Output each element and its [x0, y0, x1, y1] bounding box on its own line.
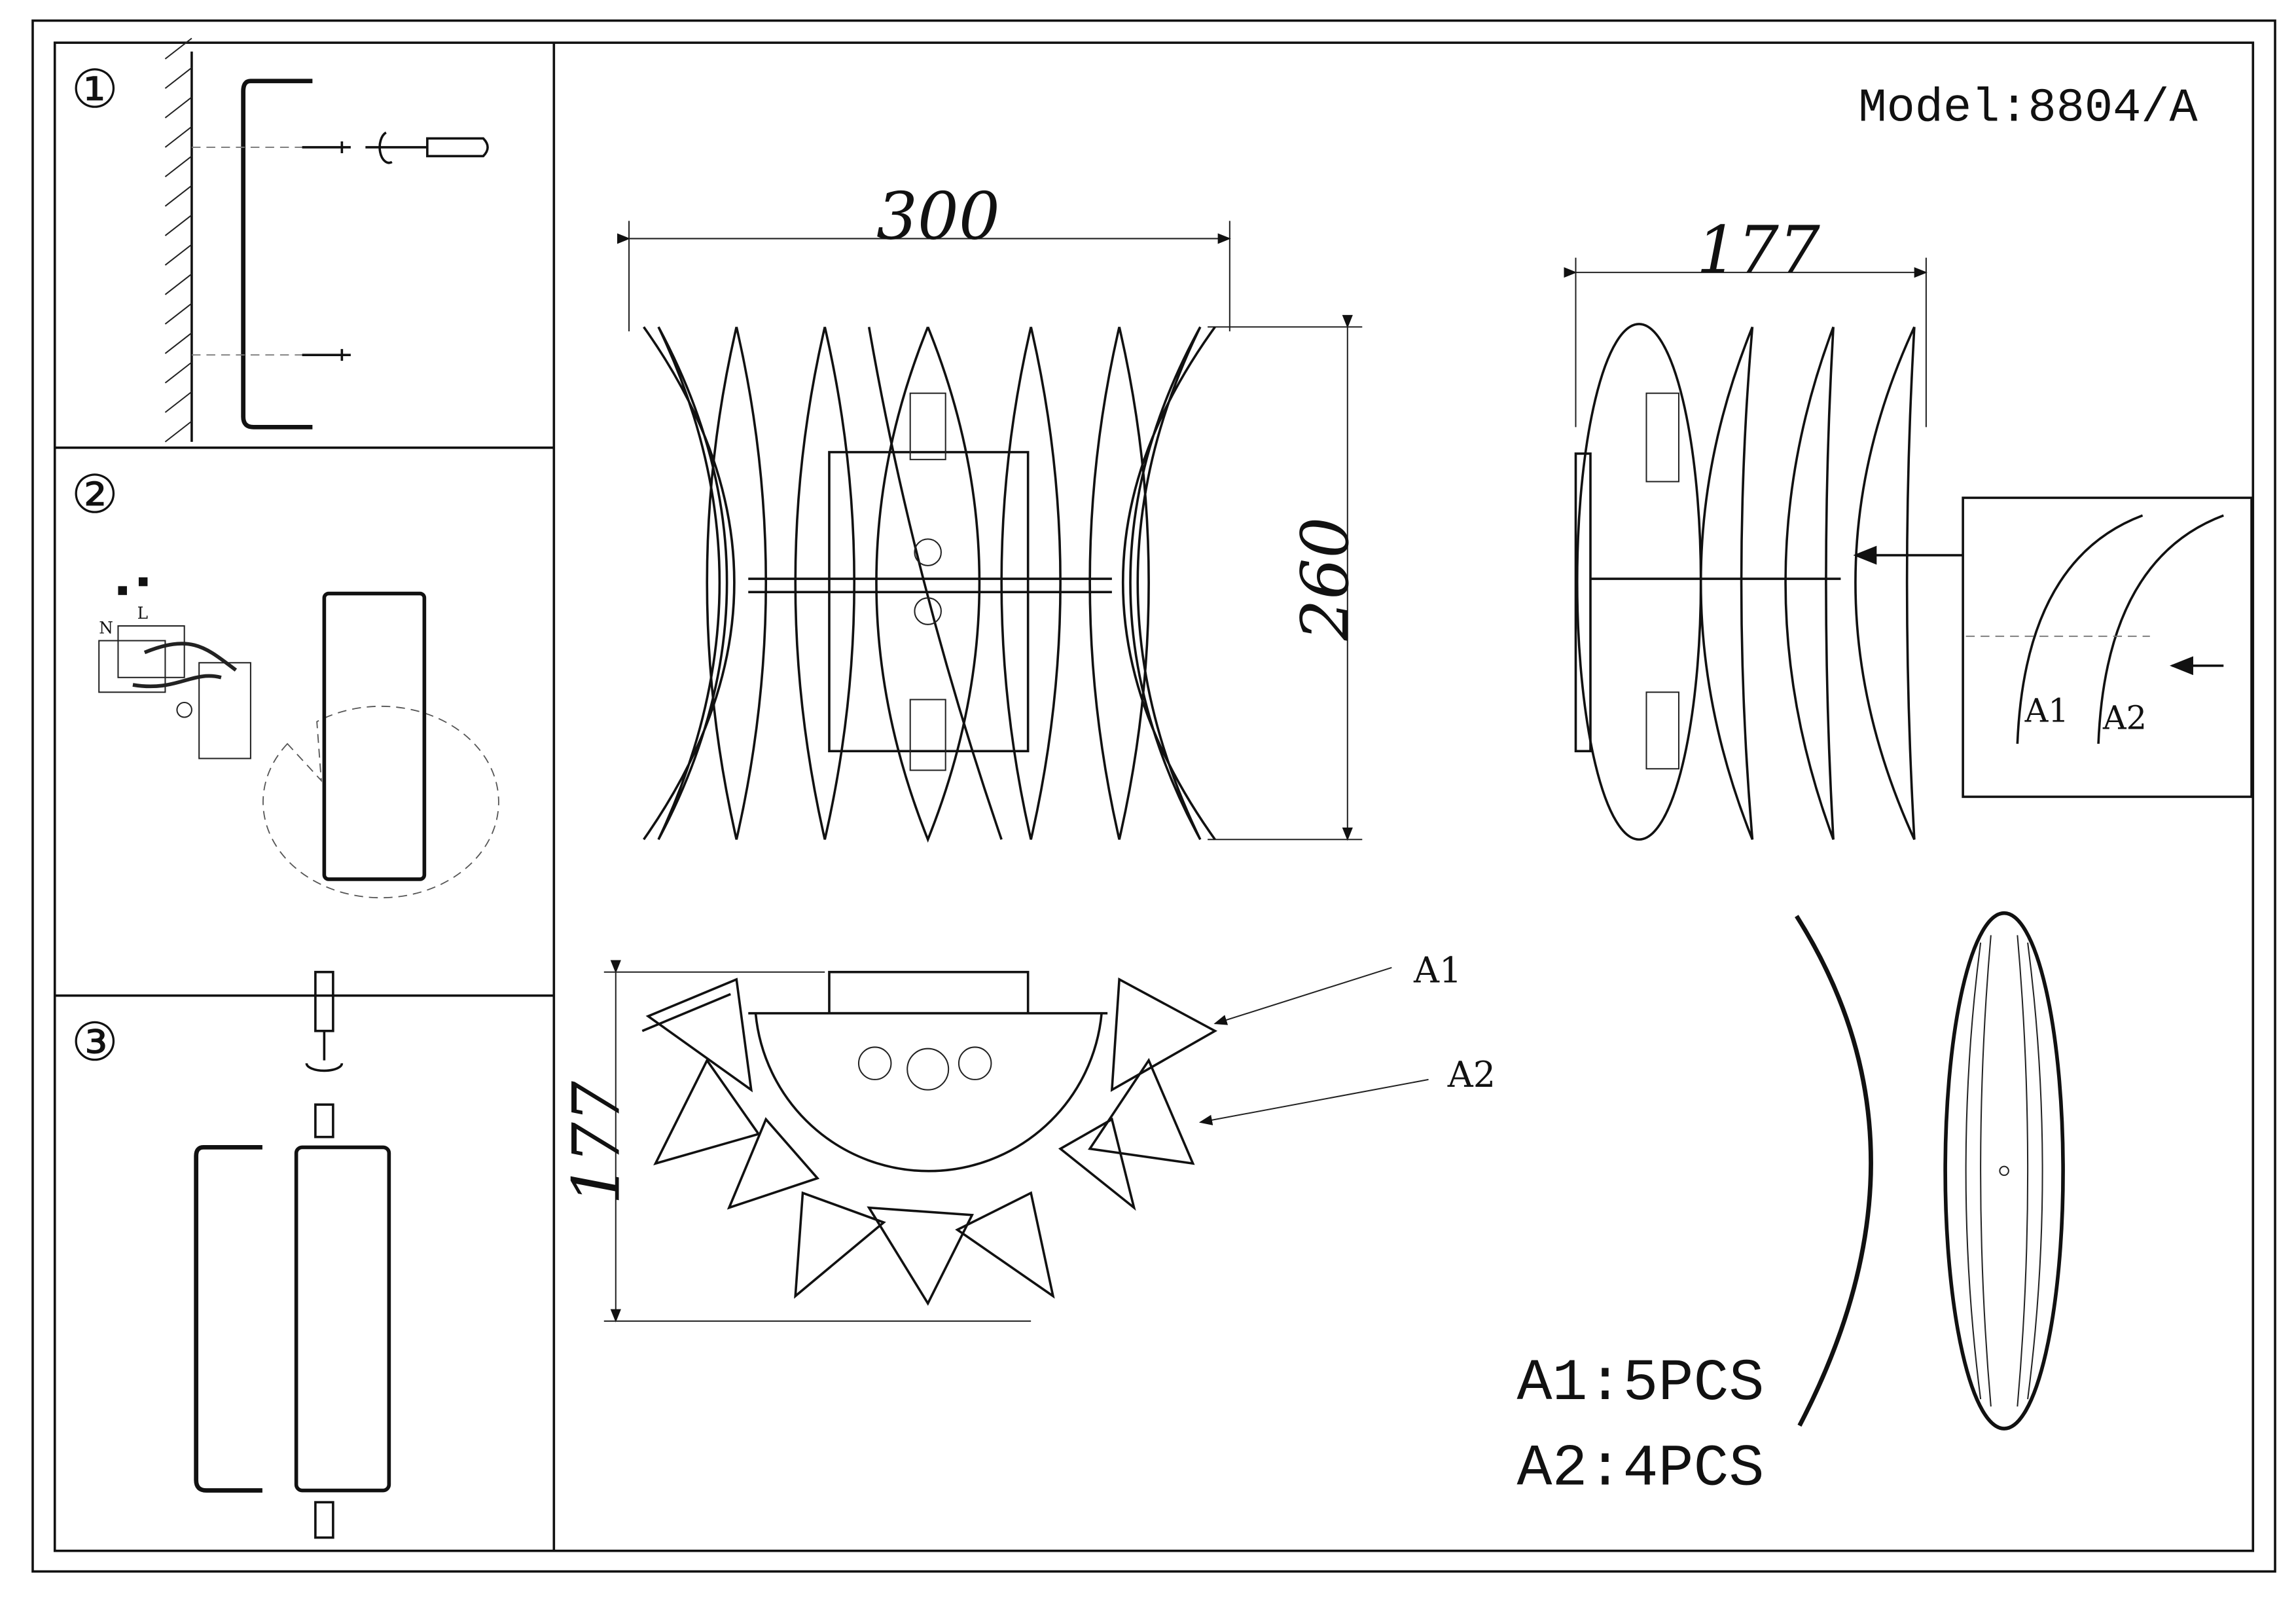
arc-detail-inset: [1962, 496, 2253, 798]
part-a2-oval-front: [1943, 911, 2065, 1431]
screwdriver-icon: [305, 970, 344, 1072]
screw-icon: [302, 141, 351, 153]
crystal-arc-a1: [643, 326, 1216, 843]
screwdriver-icon: [365, 131, 489, 164]
height-dimension: 260: [1288, 517, 1363, 642]
parts-list-a1: A1:5PCS: [1517, 1351, 1765, 1417]
step-2-panel: ② N L: [71, 464, 499, 899]
step-1-panel: ①: [71, 37, 489, 443]
step-3-panel: ③: [71, 970, 391, 1539]
screw-icon: [314, 1501, 334, 1539]
step-2-number: ②: [71, 464, 118, 526]
neutral-label: N: [99, 618, 113, 637]
wiring-detail-callout: [262, 705, 499, 899]
step-1-number: ①: [71, 59, 118, 120]
top-a1-label: A1: [1413, 949, 1462, 991]
inner-frame: [53, 41, 2255, 1552]
parts-list-a2: A2:4PCS: [1517, 1436, 1765, 1503]
canopy-side: [294, 1145, 391, 1493]
width-dimension: 300: [876, 179, 1000, 254]
side-view: 177 A1 A2: [1564, 213, 2253, 841]
inset-a1-label: A1: [2024, 691, 2069, 729]
side-depth-dimension: 177: [1696, 213, 1820, 288]
top-a2-label: A2: [1447, 1054, 1496, 1095]
live-label: L: [137, 604, 148, 623]
mounting-bracket: [194, 1145, 262, 1493]
top-depth-dimension: 177: [559, 1081, 634, 1205]
terminal-block-icon: [98, 625, 251, 759]
model-number: Model:8804/A: [1858, 81, 2198, 135]
screw-icon: [314, 1103, 334, 1139]
top-view: 177 A1 A2: [559, 949, 1496, 1322]
outer-frame: [31, 19, 2276, 1573]
part-a1-arc-side: [1795, 915, 1873, 1427]
canopy-front: [322, 591, 427, 881]
front-view: 300 260: [617, 179, 1363, 843]
mounting-bracket: [241, 79, 313, 429]
screw-icon: [302, 349, 351, 361]
step-3-number: ③: [71, 1012, 118, 1074]
inset-a2-label: A2: [2102, 699, 2147, 737]
